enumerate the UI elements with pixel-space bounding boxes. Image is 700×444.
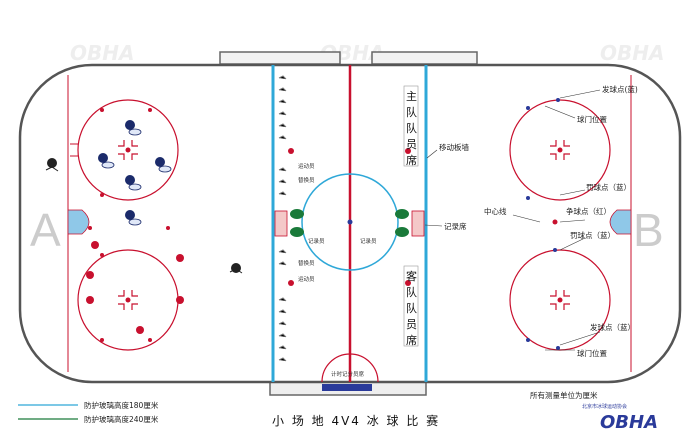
- label-player-d: 运动员: [298, 275, 315, 283]
- svg-text:队: 队: [406, 121, 417, 135]
- label-center-line: 中心线: [484, 206, 507, 216]
- legend-label-180: 防护玻璃高度180厘米: [84, 400, 159, 410]
- legend: 防护玻璃高度180厘米 防护玻璃高度240厘米: [18, 400, 159, 424]
- goal-crease-left: [67, 209, 90, 235]
- label-mobile-board: 移动板墙: [439, 142, 469, 152]
- label-goal-position-bottom: 球门位置: [577, 348, 607, 358]
- zone-letter-b: B: [633, 204, 664, 256]
- svg-text:席: 席: [406, 333, 417, 347]
- faceoff-circle-left-top: [70, 99, 179, 201]
- label-player-c: 替换员: [298, 259, 315, 267]
- logo-subtitle: 北京市冰球运动协会: [582, 403, 627, 410]
- penalty-box-left: [274, 210, 288, 237]
- center-faceoff-dot: [347, 219, 353, 225]
- leader-lines: [424, 89, 601, 351]
- label-scorer-seat: 记录席: [444, 221, 467, 231]
- home-bench-label: 主 队 队 员 席: [403, 85, 419, 167]
- label-scorer-b: 记录员: [360, 237, 377, 245]
- label-penalty-spot-blue-1: 罚球点（蓝）: [586, 182, 631, 192]
- center-circle: [301, 173, 399, 271]
- players-left-zone: [45, 120, 243, 334]
- officials-right: [395, 209, 409, 237]
- svg-text:队: 队: [406, 285, 417, 299]
- obha-logo: 北京市冰球运动协会 OBHA: [582, 403, 658, 433]
- label-player-a: 运动员: [298, 162, 315, 170]
- svg-text:员: 员: [406, 318, 417, 331]
- zone-letter-a: A: [30, 204, 61, 256]
- label-scorer-a: 记录员: [308, 237, 325, 245]
- label-penalty-spot-blue-2: 罚球点（蓝）: [570, 230, 615, 240]
- svg-text:客: 客: [406, 269, 417, 283]
- svg-text:席: 席: [406, 153, 417, 167]
- svg-text:主: 主: [406, 90, 417, 103]
- label-timing-area: 计时记分员席: [331, 370, 365, 378]
- referee-crease: [321, 353, 379, 383]
- label-goal-position-top: 球门位置: [577, 114, 607, 124]
- label-player-b: 替换员: [298, 176, 315, 184]
- label-faceoff-top-right: 发球点(蓝): [602, 84, 638, 94]
- diagram-title: 小 场 地 4V4 冰 球 比 赛: [272, 413, 440, 428]
- bench-players-left: [278, 75, 287, 362]
- svg-text:员: 员: [406, 138, 417, 151]
- top-door-right: [371, 51, 478, 65]
- goal-crease-right: [609, 209, 632, 235]
- top-door-left: [219, 51, 341, 65]
- label-units-note: 所有测量单位为厘米: [530, 390, 598, 400]
- label-faceoff-red: 争球点（红）: [566, 206, 611, 216]
- penalty-box-right: [411, 210, 425, 237]
- away-bench-label: 客 队 队 员 席: [403, 265, 419, 347]
- svg-text:OBHA: OBHA: [600, 41, 664, 65]
- svg-text:队: 队: [406, 105, 417, 119]
- timing-table: [322, 384, 372, 391]
- svg-text:队: 队: [406, 301, 417, 315]
- officials-left: [290, 209, 304, 237]
- legend-label-240: 防护玻璃高度240厘米: [84, 414, 159, 424]
- label-faceoff-bottom-right: 发球点（蓝）: [590, 322, 635, 332]
- svg-text:OBHA: OBHA: [70, 41, 134, 65]
- logo-text: OBHA: [600, 412, 658, 433]
